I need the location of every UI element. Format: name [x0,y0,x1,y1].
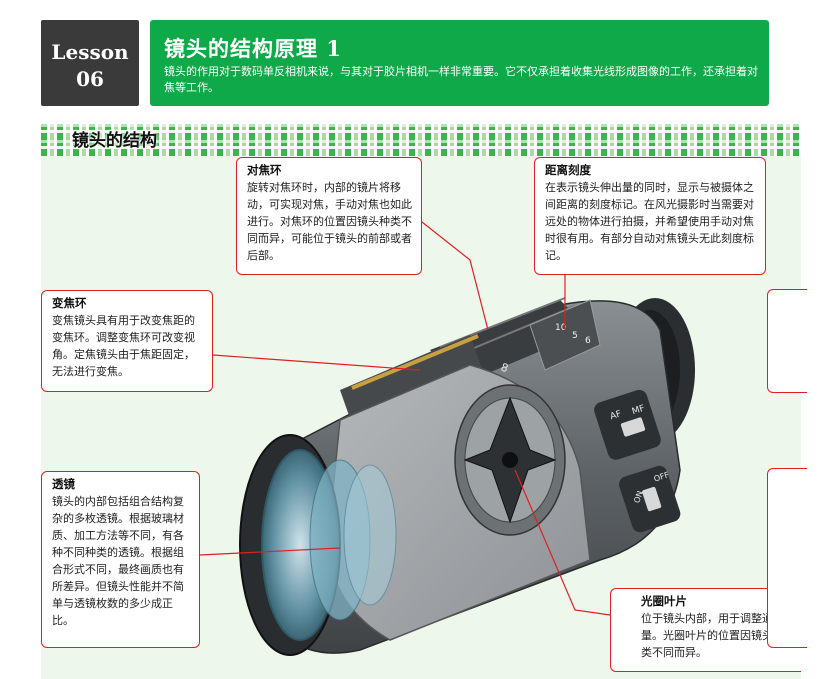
front-lens-group [239,434,397,656]
zoom-ring-title: 变焦环 [52,296,87,310]
scale-mark-c: 6 [585,336,591,346]
aperture-blades-text: 位于镜头内部，用于调整通光量。光圈叶片的位置因镜头种类不同而异。 [641,612,784,659]
section-bar [41,124,801,156]
on-label: ON [632,490,644,504]
callout-focus-ring: 对焦环 旋转对焦环时，内部的镜片将移动，可实现对焦，手动对焦也如此进行。对焦环的… [236,157,422,275]
lens-element-title: 透镜 [52,477,75,491]
lens-element-text: 镜头的内部包括组合结构复杂的多枚透镜。根据玻璃材质、加工方法等不同，有各种不同种… [52,495,184,627]
aperture-blades-title: 光圈叶片 [641,594,687,608]
callout-partial-right-1 [767,289,807,393]
section-title: 镜头的结构 [72,131,157,151]
af-mf-switch: AF MF [594,389,661,460]
focus-ring-text: 旋转对焦环时，内部的镜片将移动，可实现对焦，手动对焦也如此进行。对焦环的位置因镜… [247,181,412,262]
callout-zoom-ring: 变焦环 变焦镜头具有用于改变焦距的变焦环。调整变焦环可改变视角。定焦镜头由于焦距… [41,290,213,392]
mf-label: MF [631,404,646,418]
distance-scale-window: 10 5 6 [529,299,601,371]
lesson-badge: Lesson 06 [41,20,139,106]
lesson-label: Lesson [51,40,129,64]
callout-distance-scale: 距离刻度 在表示镜头伸出量的同时，显示与被摄体之间距离的刻度标记。在风光摄影时当… [534,157,766,275]
distance-scale-title: 距离刻度 [545,163,591,177]
aperture-diaphragm [454,384,566,536]
callout-lens-element: 透镜 镜头的内部包括组合结构复杂的多枚透镜。根据玻璃材质、加工方法等不同，有各种… [41,471,200,648]
af-label: AF [609,409,623,422]
page-title: 镜头的结构原理 1 [164,36,342,61]
zoom-ring-text: 变焦镜头具有用于改变焦距的变焦环。调整变焦环可改变视角。定焦镜头由于焦距固定，无… [52,314,195,378]
zoom-mark-a: 8 [499,361,510,376]
callout-partial-right-2 [767,468,807,648]
stabilizer-switch: ON OFF [619,465,681,533]
lesson-header: 镜头的结构原理 1 镜头的作用对于数码单反相机来说，与其对于胶片相机一样非常重要… [150,20,769,106]
distance-scale-text: 在表示镜头伸出量的同时，显示与被摄体之间距离的刻度标记。在风光摄影时当需要对远处… [545,181,754,262]
lesson-number: 06 [76,67,104,91]
focus-ring-title: 对焦环 [247,163,282,177]
page-description: 镜头的作用对于数码单反相机来说，与其对于胶片相机一样非常重要。它不仅承担着收集光… [164,65,758,94]
scale-mark-b: 5 [572,331,578,341]
scale-mark-a: 10 [555,323,567,333]
leader-lines [199,221,611,616]
